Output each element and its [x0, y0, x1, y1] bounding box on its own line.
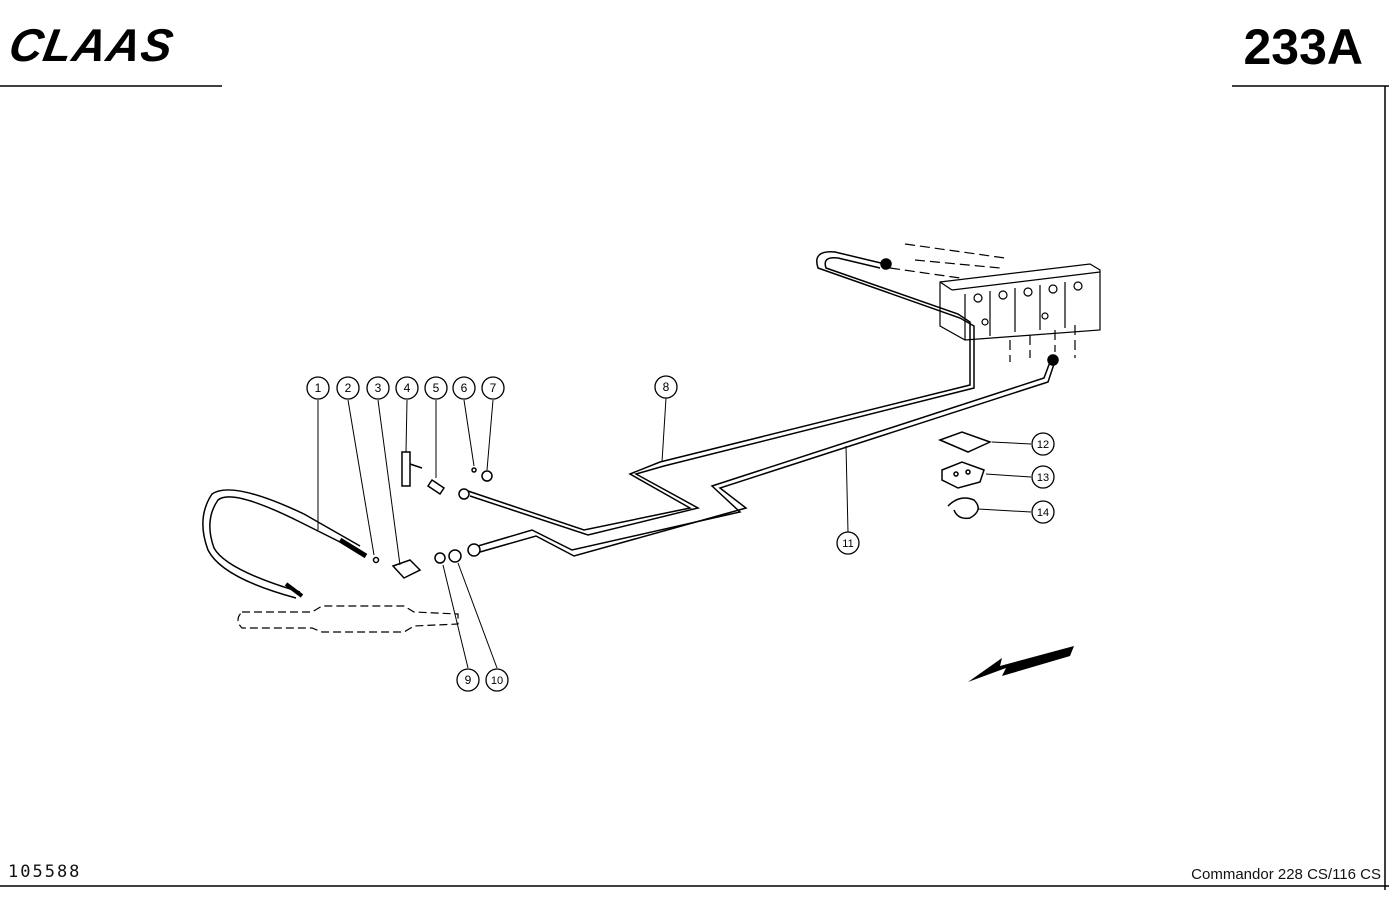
small-fittings [372, 451, 493, 579]
callout-1: 1 [315, 381, 322, 395]
callout-5: 5 [433, 381, 440, 395]
callout-4: 4 [404, 381, 411, 395]
pipe-8 [458, 251, 975, 536]
callout-8: 8 [663, 380, 670, 394]
callout-9: 9 [465, 673, 472, 687]
frame-border [0, 85, 1389, 890]
hydraulic-cylinder [237, 605, 459, 633]
leader-lines [317, 397, 1032, 669]
callout-13: 13 [1037, 472, 1049, 484]
callout-12: 12 [1037, 439, 1049, 451]
callout-11: 11 [842, 538, 853, 550]
callout-6: 6 [461, 381, 468, 395]
callout-3: 3 [375, 381, 382, 395]
callout-10: 10 [491, 675, 503, 687]
model-caption: Commandor 228 CS/116 CS [1191, 866, 1381, 883]
pipe-11 [467, 354, 1059, 557]
document-number: 105588 [8, 862, 82, 882]
callout-2: 2 [345, 381, 352, 395]
hose-part-1 [202, 489, 368, 599]
callout-7: 7 [490, 381, 497, 395]
clamp-parts [937, 431, 992, 520]
callout-14: 14 [1037, 507, 1049, 519]
direction-arrow [968, 646, 1074, 682]
sheet-number: 233A [1243, 19, 1363, 75]
control-valve-block [889, 243, 1101, 362]
callout-circles [306, 375, 1055, 692]
